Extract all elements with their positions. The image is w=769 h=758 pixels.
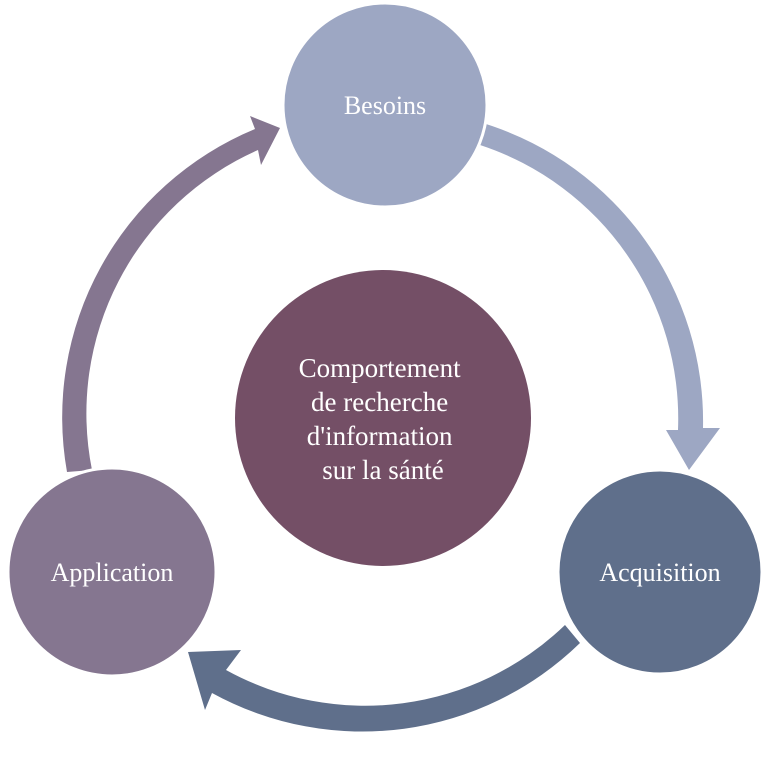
center-label-line: sur la sánté [322, 455, 443, 485]
node-application: Application [6, 466, 218, 678]
center-node: Comportement de recherche d'information … [235, 270, 531, 566]
arrow-besoins-to-acquisition [480, 124, 720, 470]
center-circle [235, 270, 531, 566]
arrow-acquisition-to-application [188, 625, 580, 732]
besoins-circle [281, 1, 489, 209]
center-label: Comportement de recherche d'information … [299, 353, 468, 485]
acquisition-label: Acquisition [599, 558, 720, 587]
center-label-line: d'information [307, 421, 453, 451]
node-acquisition: Acquisition [556, 468, 764, 676]
node-besoins: Besoins [281, 1, 489, 209]
center-label-line: Comportement [299, 353, 461, 383]
acquisition-circle [556, 468, 764, 676]
center-label-line: de recherche [311, 387, 448, 417]
besoins-label: Besoins [344, 91, 426, 120]
application-circle [6, 466, 218, 678]
arrow-application-to-besoins [62, 116, 280, 472]
application-label: Application [51, 558, 174, 587]
